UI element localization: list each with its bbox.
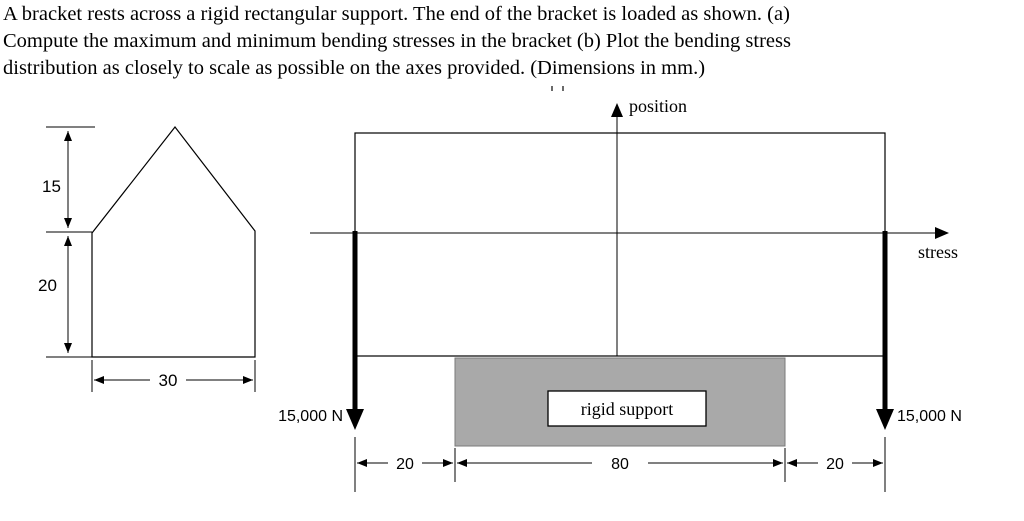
left-load-label: 15,000 N: [278, 408, 343, 425]
rigid-support-label: rigid support: [581, 399, 674, 419]
right-load-arrowhead: [876, 409, 894, 430]
cross-section-figure: 15 20 30: [38, 126, 256, 392]
dim-label-80: 80: [611, 456, 629, 473]
problem-line-2: Compute the maximum and minimum bending …: [3, 30, 791, 52]
bracket-cross-section-shape: [91, 126, 256, 358]
stress-axis-label: stress: [918, 242, 958, 262]
position-axis-label: position: [629, 96, 687, 116]
problem-statement: A bracket rests across a rigid rectangul…: [3, 1, 1021, 82]
rigid-support-label-box: [547, 390, 707, 427]
bracket-beam-outline: [354, 132, 886, 357]
dim-label-15: 15: [42, 177, 61, 196]
problem-line-1: A bracket rests across a rigid rectangul…: [3, 3, 790, 25]
problem-line-3: distribution as closely to scale as poss…: [3, 57, 706, 79]
left-load-arrowhead: [346, 409, 364, 430]
right-load-label: 15,000 N: [897, 408, 962, 425]
cropped-glyph-artifact: [551, 86, 564, 91]
dim-label-30: 30: [159, 371, 178, 390]
dim-label-20: 20: [38, 276, 57, 295]
beam-figure: stress position rigid support 15,000 N 1…: [278, 86, 962, 492]
dim-label-right-20: 20: [826, 456, 844, 473]
dim-label-left-20: 20: [396, 456, 414, 473]
